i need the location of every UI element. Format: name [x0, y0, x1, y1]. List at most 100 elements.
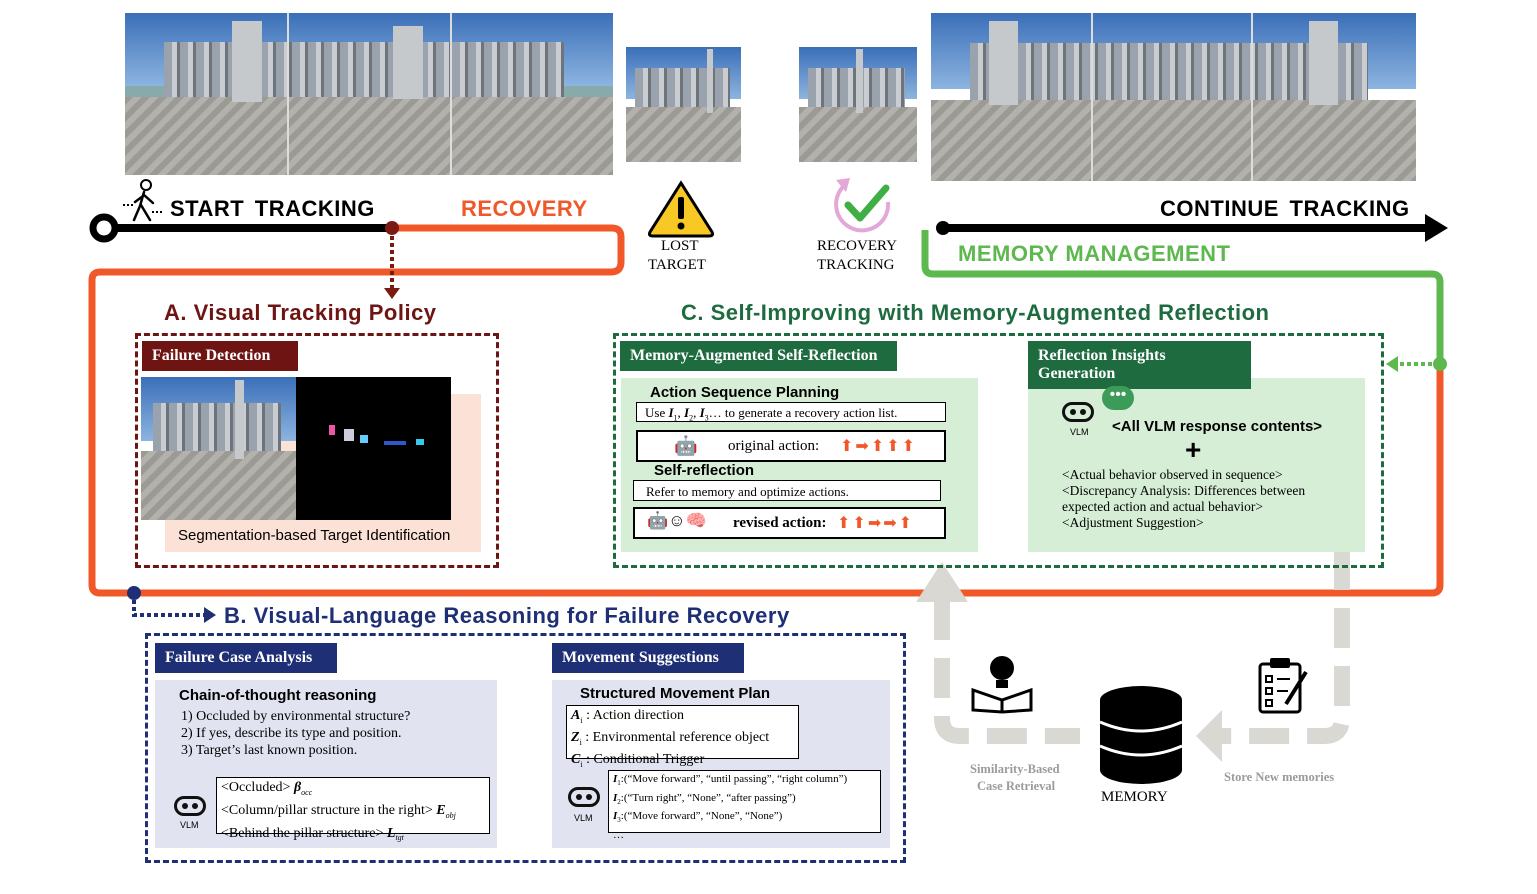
plan-sub-3: i [580, 759, 583, 769]
memory-management-label: MEMORY MANAGEMENT [958, 241, 1231, 266]
plan-heading: Structured Movement Plan [580, 685, 771, 702]
insight-2: <Discrepancy Analysis: Differences betwe… [1062, 483, 1306, 498]
revised-action-text: revised action: [733, 515, 827, 531]
vlm-output-box: <Occluded> βocc <Column/pillar structure… [216, 777, 490, 842]
segmentation-text: Segmentation-based Target Identification [178, 527, 451, 544]
memory-label: MEMORY [1101, 789, 1168, 805]
use-prefix: Use [645, 405, 669, 420]
vlm-out-2: <Column/pillar structure in the right> [221, 802, 433, 818]
vlm-sym-3: L [386, 825, 396, 841]
plan-sym-1: A [571, 708, 581, 723]
insight-3: expected action and actual behavior> [1062, 499, 1264, 514]
rig-label: Reflection Insights Generation [1028, 341, 1251, 389]
cot-heading: Chain-of-thought reasoning [179, 687, 377, 704]
use-sym-2: I [684, 405, 690, 420]
recovery-frame [799, 47, 917, 162]
lost-target-line2: TARGET [648, 257, 706, 273]
database-icon [1099, 686, 1183, 784]
vlm-sym-2: E [436, 802, 446, 818]
insight-4: <Adjustment Suggestion> [1062, 515, 1204, 530]
detection-frame [141, 377, 297, 520]
plan-sub-2: i [579, 737, 582, 747]
use-sub-3: 3 [704, 413, 709, 423]
plan-text-2: : Environmental reference object [585, 729, 770, 745]
ex-text-2: :(“Turn right”, “None”, “after passing”) [620, 791, 796, 804]
retrieval-line2: Case Retrieval [977, 779, 1056, 793]
ex-sym-2: I [613, 791, 618, 804]
original-action-text: original action: [728, 438, 820, 454]
section-c-title: C. Self-Improving with Memory-Augmented … [681, 300, 1270, 325]
continue-tracking-label: CONTINUE TRACKING [1160, 196, 1410, 221]
section-b-title: B. Visual-Language Reasoning for Failure… [224, 603, 790, 628]
recovery-label: RECOVERY [461, 196, 588, 221]
robot-reflection-icons: 🤖☺🧠 [647, 511, 707, 530]
ex-sym-1: I [613, 773, 618, 785]
plan-sym-2: Z [571, 729, 580, 745]
plan-box: Ai : Action direction Zi : Environmental… [566, 705, 799, 768]
continue-tracking-frames [931, 13, 1416, 181]
ex-sym-3: I [613, 810, 618, 823]
plan-text-1: : Action direction [586, 708, 685, 723]
vlm-robot-icon-b1 [170, 790, 212, 820]
section-a-title: A. Visual Tracking Policy [164, 300, 437, 325]
plan-sub-1: i [580, 715, 583, 725]
use-sub-2: 2 [689, 413, 694, 423]
cot-item-3: 3) Target’s last known position. [181, 743, 358, 758]
segmentation-mask [296, 377, 451, 520]
start-tracking-label: START TRACKING [170, 196, 375, 221]
use-sym-3: I [699, 405, 705, 420]
vlm-sub-2: obj [445, 810, 456, 820]
use-sub-1: 1 [673, 413, 678, 423]
cot-item-2: 2) If yes, describe its type and positio… [181, 726, 402, 741]
vlm-label-b2: VLM [574, 813, 593, 823]
section-a-frame [135, 333, 499, 568]
section-c-frame [613, 333, 1384, 568]
ex-sub-1: 1 [617, 779, 621, 788]
vlm-sub-3: tgt [395, 833, 404, 843]
failure-detection-label: Failure Detection [142, 341, 298, 371]
plan-sym-3: C [571, 751, 581, 767]
recovery-tracking-line1: RECOVERY [817, 238, 898, 254]
original-action-arrows: ⬆➡⬆⬆⬆ [840, 438, 918, 455]
vlm-out-3: <Behind the pillar structure> [221, 825, 384, 841]
original-action-box: 🤖 original action: ⬆➡⬆⬆⬆ [636, 430, 946, 462]
revised-action-arrows: ⬆⬆➡➡⬆ [837, 515, 915, 532]
clipboard-icon [1258, 658, 1308, 714]
section-b-frame [145, 633, 906, 863]
vlm-out-1: <Occluded> [221, 780, 291, 795]
vlm-sym-1: β [293, 780, 302, 795]
vlm-sub-1: occ [301, 787, 313, 797]
use-sym-1: I [668, 405, 674, 420]
ex-sub-3: 3 [617, 816, 621, 825]
refer-box: Refer to memory and optimize actions. [633, 480, 941, 501]
use-suffix: … to generate a recovery action list. [708, 405, 898, 420]
lightbulb-book-icon [971, 656, 1033, 714]
ex-text-1: :(“Move forward”, “until passing”, “righ… [620, 773, 848, 785]
action-planning-heading: Action Sequence Planning [650, 384, 840, 401]
plan-examples-box: I1:(“Move forward”, “until passing”, “ri… [608, 770, 881, 841]
speech-bubble-icon: ••• [1102, 386, 1134, 410]
vlm-robot-icon-b2 [564, 781, 606, 811]
vlm-label-b1: VLM [180, 820, 199, 830]
lost-target-line1: LOST [661, 238, 699, 254]
ex-sub-2: 2 [617, 797, 621, 806]
vlm-all-text: <All VLM response contents> [1112, 418, 1323, 435]
store-memories-label: Store New memories [1224, 770, 1335, 784]
masr-label: Memory-Augmented Self-Reflection [620, 341, 897, 371]
retrieval-line1: Similarity-Based [970, 762, 1060, 776]
plus-sign: + [1185, 434, 1202, 465]
use-prompt-box: Use I1, I2, I3… to generate a recovery a… [636, 402, 946, 423]
ms-label: Movement Suggestions [552, 643, 744, 673]
vlm-label-c: VLM [1070, 427, 1089, 437]
cot-item-1: 1) Occluded by environmental structure? [181, 709, 411, 724]
robot-icon: 🤖 [674, 436, 698, 457]
vlm-robot-icon [1058, 394, 1100, 424]
self-reflection-heading: Self-reflection [654, 462, 755, 479]
fca-label: Failure Case Analysis [155, 643, 337, 673]
ex-text-3: :(“Move forward”, “None”, “None”) [620, 810, 783, 823]
plan-text-3: : Conditional Trigger [586, 751, 705, 767]
start-tracking-frames [125, 13, 613, 175]
ex-ellipsis: … [613, 829, 624, 842]
